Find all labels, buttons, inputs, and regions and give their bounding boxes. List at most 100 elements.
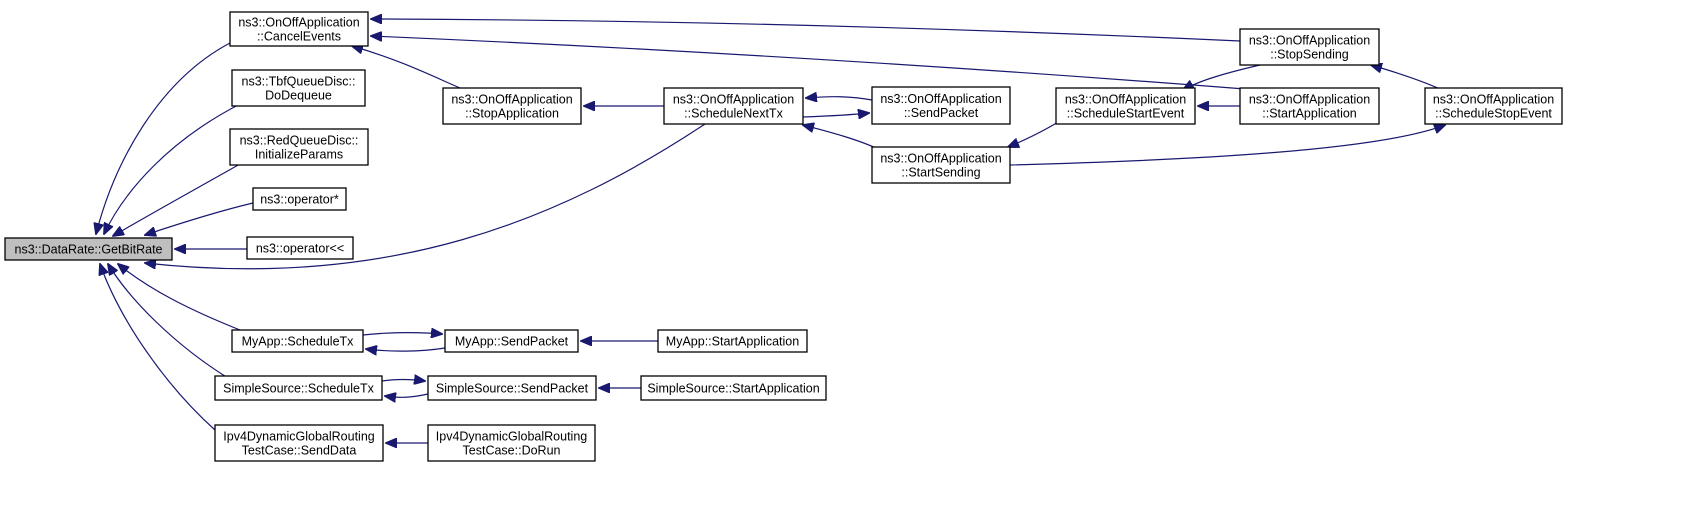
node-label: ns3::OnOffApplication bbox=[673, 93, 794, 107]
node-box bbox=[871, 146, 1011, 184]
node-label: ::StopApplication bbox=[465, 107, 559, 121]
edge-line bbox=[104, 103, 241, 234]
node-simple-sendpacket[interactable]: SimpleSource::SendPacket bbox=[427, 375, 597, 401]
node-label: TestCase::DoRun bbox=[463, 444, 561, 458]
node-label: ns3::DataRate::GetBitRate bbox=[15, 243, 163, 257]
node-tbf-dodequeue[interactable]: ns3::TbfQueueDisc::DoDequeue bbox=[231, 69, 366, 107]
node-box bbox=[444, 329, 579, 353]
edge-stop_sending-to-schedule_start_event bbox=[1183, 64, 1261, 90]
edge-line bbox=[1183, 64, 1261, 90]
edge-line bbox=[1009, 125, 1445, 166]
node-box bbox=[663, 87, 804, 125]
edge-schedule_stop_event-to-stop_sending bbox=[1371, 65, 1441, 90]
node-label: ::StopSending bbox=[1270, 48, 1349, 62]
node-simple-startapp[interactable]: SimpleSource::StartApplication bbox=[640, 375, 827, 401]
edge-line bbox=[118, 264, 241, 331]
edge-ipv4_senddata-to-getbitrate bbox=[100, 264, 216, 431]
node-box bbox=[229, 128, 369, 166]
edge-line bbox=[108, 264, 229, 379]
edge-myapp_scheduletx-to-myapp_sendpacket bbox=[362, 333, 442, 335]
node-label: ns3::OnOffApplication bbox=[238, 16, 359, 30]
node-label: ns3::TbfQueueDisc:: bbox=[242, 75, 356, 89]
edge-line bbox=[100, 264, 216, 431]
node-box bbox=[871, 86, 1011, 125]
node-getbitrate[interactable]: ns3::DataRate::GetBitRate bbox=[4, 237, 173, 261]
node-box bbox=[1239, 87, 1380, 125]
edge-schedule_start_event-to-start_sending bbox=[1008, 120, 1061, 147]
node-label: DoDequeue bbox=[265, 89, 332, 103]
node-start-sending[interactable]: ns3::OnOffApplication::StartSending bbox=[871, 146, 1011, 184]
node-label: ns3::OnOffApplication bbox=[1433, 93, 1554, 107]
edge-line bbox=[806, 97, 873, 100]
node-box bbox=[657, 329, 808, 353]
edge-line bbox=[381, 380, 425, 382]
edge-cancel_events-to-getbitrate bbox=[96, 42, 231, 234]
node-box bbox=[1055, 87, 1196, 125]
node-simple-scheduletx[interactable]: SimpleSource::ScheduleTx bbox=[214, 375, 383, 401]
node-label: ns3::OnOffApplication bbox=[451, 93, 572, 107]
node-box bbox=[640, 375, 827, 401]
edge-tbf_dodequeue-to-getbitrate bbox=[104, 103, 241, 234]
node-stop-sending[interactable]: ns3::OnOffApplication::StopSending bbox=[1239, 28, 1380, 66]
edge-schedule_next_tx-to-send_packet bbox=[802, 113, 869, 117]
edge-start_application-to-cancel_events bbox=[371, 36, 1246, 90]
node-box bbox=[214, 375, 383, 401]
node-label: ns3::operator* bbox=[260, 193, 339, 207]
edge-line bbox=[802, 113, 869, 117]
edge-send_packet-to-schedule_next_tx bbox=[806, 97, 873, 100]
node-red-init[interactable]: ns3::RedQueueDisc::InitializeParams bbox=[229, 128, 369, 166]
edge-line bbox=[145, 123, 706, 270]
node-label: ns3::OnOffApplication bbox=[880, 92, 1001, 106]
node-label: MyApp::SendPacket bbox=[455, 335, 569, 349]
edge-line bbox=[1008, 120, 1061, 147]
node-send-packet[interactable]: ns3::OnOffApplication::SendPacket bbox=[871, 86, 1011, 125]
node-label: Ipv4DynamicGlobalRouting bbox=[223, 430, 375, 444]
edge-stop_application-to-cancel_events bbox=[352, 46, 461, 89]
node-box bbox=[246, 236, 354, 260]
node-label: SimpleSource::SendPacket bbox=[436, 382, 589, 396]
node-label: InitializeParams bbox=[255, 148, 343, 162]
node-box bbox=[252, 187, 347, 211]
edge-myapp_sendpacket-to-myapp_scheduletx bbox=[366, 348, 446, 351]
edge-line bbox=[96, 42, 231, 234]
node-label: ns3::OnOffApplication bbox=[1249, 34, 1370, 48]
edge-line bbox=[371, 36, 1246, 90]
edge-line bbox=[113, 163, 241, 236]
edge-simple_scheduletx-to-simple_sendpacket bbox=[381, 380, 425, 382]
node-op-mul[interactable]: ns3::operator* bbox=[252, 187, 347, 211]
node-myapp-scheduletx[interactable]: MyApp::ScheduleTx bbox=[231, 329, 364, 353]
node-stop-application[interactable]: ns3::OnOffApplication::StopApplication bbox=[442, 87, 582, 125]
node-label: SimpleSource::ScheduleTx bbox=[223, 382, 375, 396]
edge-line bbox=[1371, 65, 1441, 90]
node-label: MyApp::ScheduleTx bbox=[242, 335, 355, 349]
edge-line bbox=[362, 333, 442, 335]
node-box bbox=[427, 375, 597, 401]
node-myapp-startapp[interactable]: MyApp::StartApplication bbox=[657, 329, 808, 353]
edge-line bbox=[803, 125, 881, 151]
node-schedule-stop-event[interactable]: ns3::OnOffApplication::ScheduleStopEvent bbox=[1424, 87, 1563, 125]
node-label: ns3::operator<< bbox=[256, 242, 344, 256]
node-schedule-next-tx[interactable]: ns3::OnOffApplication::ScheduleNextTx bbox=[663, 87, 804, 125]
node-label: ::ScheduleStopEvent bbox=[1435, 107, 1552, 121]
node-label: Ipv4DynamicGlobalRouting bbox=[436, 430, 588, 444]
node-schedule-start-event[interactable]: ns3::OnOffApplication::ScheduleStartEven… bbox=[1055, 87, 1196, 125]
node-box bbox=[231, 329, 364, 353]
node-label: ::CancelEvents bbox=[257, 30, 341, 44]
node-start-application[interactable]: ns3::OnOffApplication::StartApplication bbox=[1239, 87, 1380, 125]
edge-myapp_scheduletx-to-getbitrate bbox=[118, 264, 241, 331]
edge-start_sending-to-schedule_stop_event bbox=[1009, 125, 1445, 166]
edge-line bbox=[352, 46, 461, 89]
node-myapp-sendpacket[interactable]: MyApp::SendPacket bbox=[444, 329, 579, 353]
node-cancel-events[interactable]: ns3::OnOffApplication::CancelEvents bbox=[229, 11, 369, 47]
edge-red_init-to-getbitrate bbox=[113, 163, 241, 236]
edge-schedule_next_tx-to-getbitrate bbox=[145, 123, 706, 270]
node-label: SimpleSource::StartApplication bbox=[647, 382, 819, 396]
node-box bbox=[229, 11, 369, 47]
node-box bbox=[427, 424, 596, 462]
node-ipv4-senddata[interactable]: Ipv4DynamicGlobalRoutingTestCase::SendDa… bbox=[214, 424, 384, 462]
node-op-shl[interactable]: ns3::operator<< bbox=[246, 236, 354, 260]
node-box bbox=[442, 87, 582, 125]
node-label: ns3::OnOffApplication bbox=[1249, 93, 1370, 107]
edge-op_mul-to-getbitrate bbox=[145, 202, 254, 235]
